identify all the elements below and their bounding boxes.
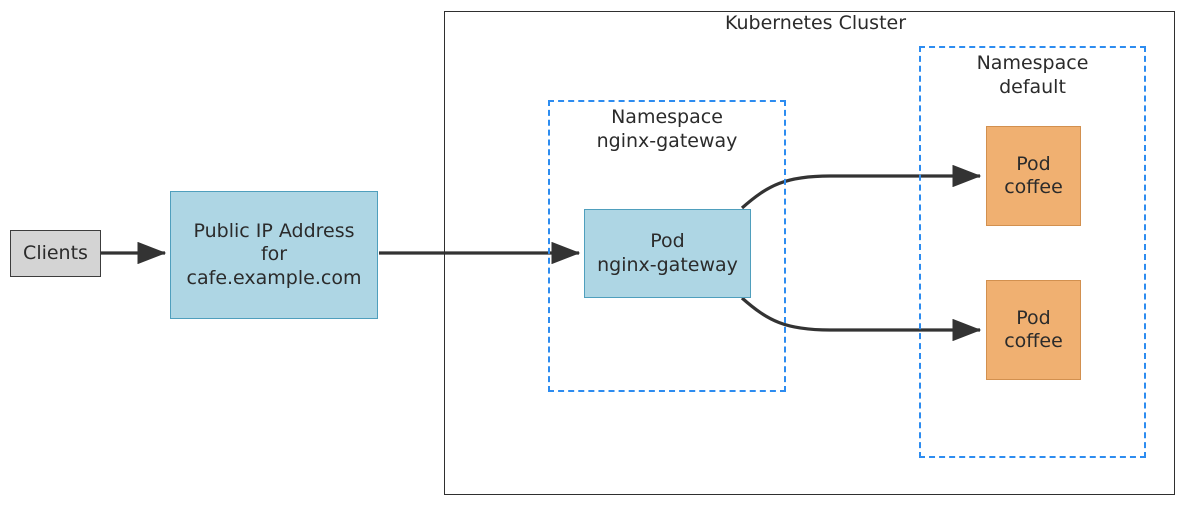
namespace-nginx-gateway-label: Namespace nginx-gateway: [596, 106, 738, 152]
node-pod-nginx-gateway[interactable]: Pod nginx-gateway: [584, 209, 751, 298]
node-pod-coffee-1[interactable]: Pod coffee: [986, 126, 1081, 226]
kubernetes-cluster-label: Kubernetes Cluster: [715, 12, 917, 34]
namespace-default-label: Namespace default: [976, 52, 1089, 98]
node-pod-coffee-2[interactable]: Pod coffee: [986, 280, 1081, 380]
node-clients[interactable]: Clients: [10, 230, 101, 277]
node-public-ip-address[interactable]: Public IP Address for cafe.example.com: [170, 191, 378, 319]
namespace-default-boundary: [919, 46, 1146, 458]
namespace-nginx-gateway-boundary: [548, 100, 786, 392]
